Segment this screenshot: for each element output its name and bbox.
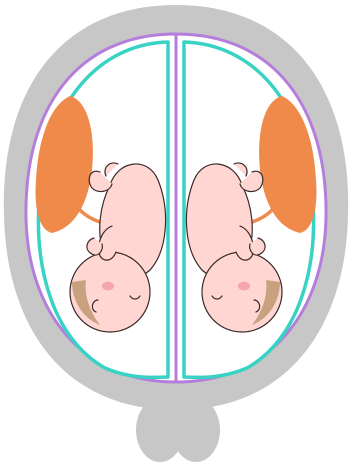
twin-pregnancy-diagram [0,0,352,465]
